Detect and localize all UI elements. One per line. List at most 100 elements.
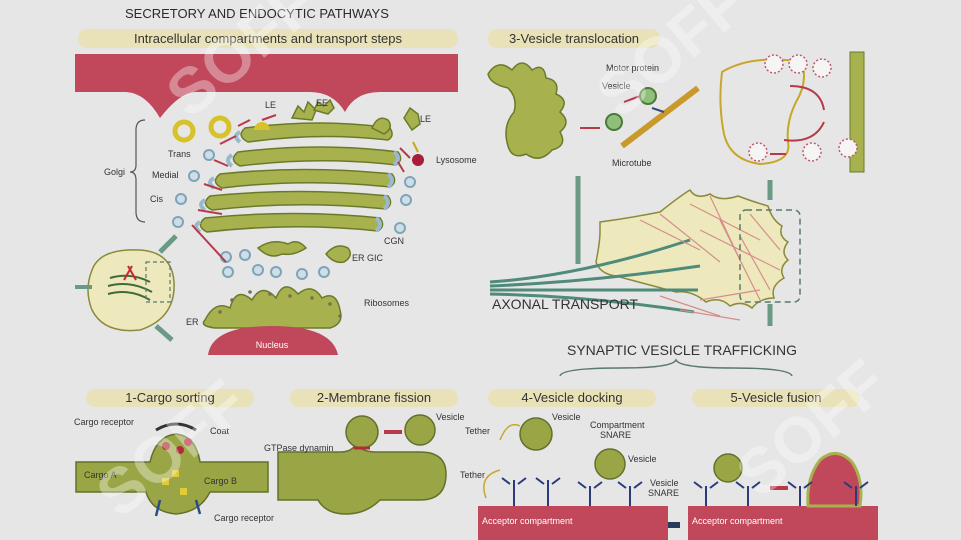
golgi-stack xyxy=(199,122,402,233)
golgi-translocation xyxy=(487,62,567,159)
zoom-arrow-up xyxy=(158,234,178,254)
arrow-vesicle-move xyxy=(623,95,641,103)
acceptor-compartment-2 xyxy=(688,506,878,540)
late-endosome-right xyxy=(403,106,421,132)
label-tether-1: Tether xyxy=(465,426,490,436)
nucleus xyxy=(208,326,338,355)
label-vesicle-dock-2: Vesicle xyxy=(628,454,657,464)
label-lysosome: Lysosome xyxy=(436,155,477,165)
cell-zoom-box xyxy=(145,261,171,303)
heading-synaptic-trafficking: SYNAPTIC VESICLE TRAFFICKING xyxy=(567,342,797,358)
synaptic-vesicles xyxy=(748,54,858,162)
zoom-arrow-down xyxy=(154,324,174,342)
recycle-arrow-2 xyxy=(783,121,825,142)
label-er-gic: ER GIC xyxy=(352,253,384,263)
label-tether-2: Tether xyxy=(460,470,485,480)
docking-vesicle-1 xyxy=(519,417,553,451)
tether-2 xyxy=(483,469,501,499)
fission-released-vesicle xyxy=(404,414,436,446)
panel-pill-docking xyxy=(488,389,656,407)
plasma-membrane xyxy=(75,54,458,118)
cargo-a-3 xyxy=(184,438,192,446)
label-coat: Coat xyxy=(210,426,230,436)
acceptor-compartment-1 xyxy=(478,506,668,540)
late-endosome xyxy=(290,100,317,121)
label-vesicle-fission: Vesicle xyxy=(436,412,465,422)
cargo-a-1 xyxy=(162,442,170,450)
fusion-vesicle xyxy=(713,453,743,483)
label-compartment-snare-1: Compartment xyxy=(590,420,645,430)
actin-filaments xyxy=(639,195,781,321)
snare-complexes-fusion xyxy=(693,481,869,506)
axon-microtubules xyxy=(489,238,701,314)
vesicle-translocation-1 xyxy=(605,113,623,131)
label-ribosomes: Ribosomes xyxy=(364,298,410,308)
cargo-a-2 xyxy=(176,446,184,454)
label-cargo-receptor-top: Cargo receptor xyxy=(74,417,134,427)
fission-budding-vesicle xyxy=(345,415,379,449)
label-acceptor-1: Acceptor compartment xyxy=(482,516,573,526)
label-cis: Cis xyxy=(150,194,163,204)
granule-half xyxy=(254,122,270,130)
label-vesicle-top: Vesicle xyxy=(602,81,631,91)
receptor-bottom-2 xyxy=(194,499,202,515)
cell-overview xyxy=(87,249,175,332)
transport-arrows xyxy=(191,114,411,263)
growth-cone-zoom-box xyxy=(739,209,801,303)
er-gic-blob-1 xyxy=(256,241,308,257)
tether-1 xyxy=(499,423,521,441)
label-trans: Trans xyxy=(168,149,191,159)
label-medial: Medial xyxy=(152,170,179,180)
panel-pill-fission xyxy=(290,389,458,407)
diagram-title: SECRETORY AND ENDOCYTIC PATHWAYS xyxy=(125,6,389,21)
panel-pill-cargo xyxy=(86,389,254,407)
cargo-b-3 xyxy=(172,470,179,477)
endoplasmic-reticulum xyxy=(202,286,342,329)
receptor-bottom-1 xyxy=(154,499,162,517)
label-le-2: LE xyxy=(420,114,431,124)
label-vesicle-snare-1: Vesicle xyxy=(650,478,679,488)
panel-pill-translocation xyxy=(488,29,660,48)
label-er: ER xyxy=(186,317,199,327)
label-cargo-a: Cargo A xyxy=(84,470,117,480)
er-gic-blob-2 xyxy=(325,245,351,264)
granule-ring-1 xyxy=(172,119,196,143)
label-vesicle-snare-2: SNARE xyxy=(648,488,679,498)
recycle-arrow-1 xyxy=(789,85,825,111)
docking-vesicle-2 xyxy=(594,448,626,480)
fission-membrane xyxy=(277,442,447,515)
label-ee: EE xyxy=(316,98,328,108)
panel-title-cargo: 1-Cargo sorting xyxy=(125,390,215,405)
label-gtpase-dynamin: GTPase dynamin xyxy=(264,443,334,453)
label-cgn: CGN xyxy=(384,236,404,246)
label-motor-protein: Motor protein xyxy=(606,63,659,73)
cell-golgi xyxy=(107,274,153,301)
panel-title-docking: 4-Vesicle docking xyxy=(521,390,622,405)
cell-marker xyxy=(123,265,137,281)
panel-separator xyxy=(668,522,680,528)
label-cargo-receptor-bottom: Cargo receptor xyxy=(214,513,274,523)
label-le-1: LE xyxy=(265,100,276,110)
panel-title-fission: 2-Membrane fission xyxy=(317,390,431,405)
lysosome-arrow xyxy=(412,141,419,153)
nucleus-label: Nucleus xyxy=(256,340,289,350)
panel-title-translocation: 3-Vesicle translocation xyxy=(509,31,639,46)
label-acceptor-2: Acceptor compartment xyxy=(692,516,783,526)
snare-complexes-docking xyxy=(501,477,643,506)
endosome-right xyxy=(371,117,391,135)
label-golgi: Golgi xyxy=(104,167,125,177)
label-vesicle-dock-1: Vesicle xyxy=(552,412,581,422)
ribosomes xyxy=(218,290,342,318)
panel-title-intracellular: Intracellular compartments and transport… xyxy=(134,31,403,46)
early-endosome xyxy=(312,98,335,115)
granule-ring-2 xyxy=(208,115,232,139)
cargo-b-1 xyxy=(162,478,169,485)
lysosome xyxy=(412,154,424,166)
transport-vesicles xyxy=(172,149,416,280)
panel-pill-intracellular xyxy=(78,29,458,48)
panel-title-fusion: 5-Vesicle fusion xyxy=(730,390,821,405)
motor-protein xyxy=(651,107,665,113)
label-cargo-b: Cargo B xyxy=(204,476,237,486)
